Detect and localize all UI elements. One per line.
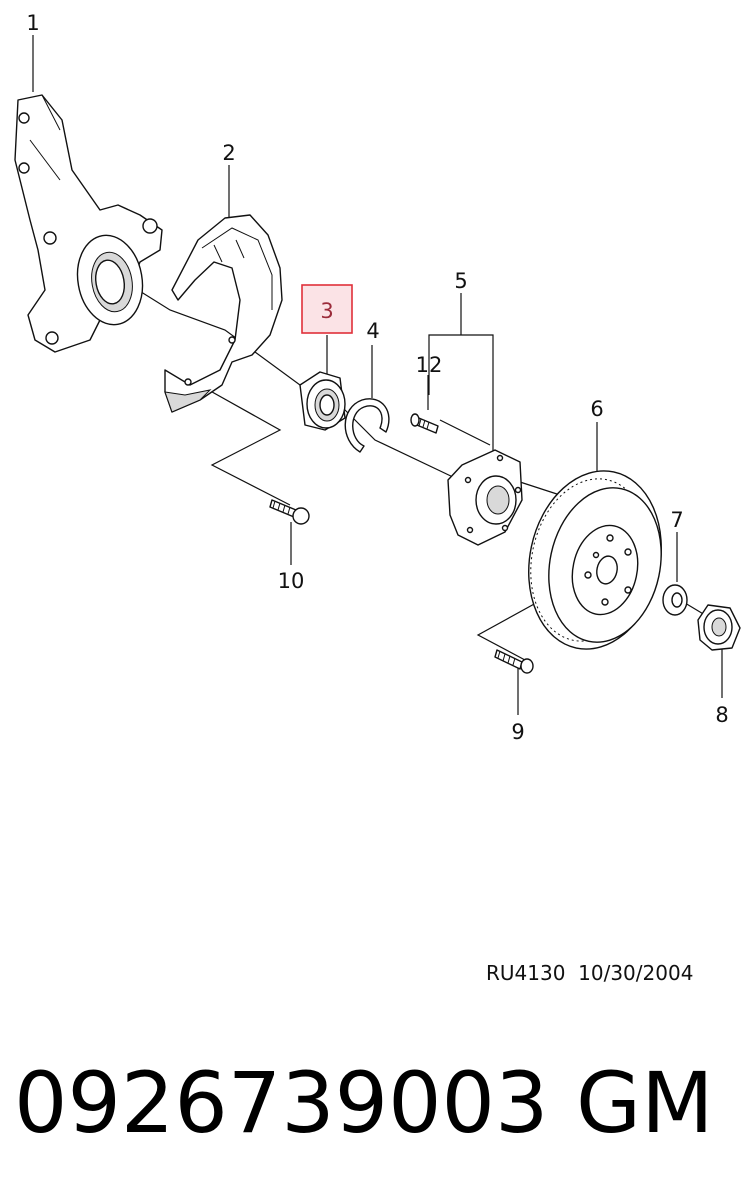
callout-labels: 1 2 3 4 5 12 6 7 10 8 9 [26, 11, 728, 744]
hub-stud [410, 413, 439, 434]
callout-6: 6 [590, 397, 603, 421]
callout-10: 10 [278, 569, 305, 593]
wheel-hub [447, 449, 523, 546]
footer: 0926739003 GM [0, 1048, 756, 1158]
callout-8: 8 [715, 703, 728, 727]
callout-7: 7 [670, 508, 683, 532]
callout-3: 3 [320, 299, 333, 323]
exploded-parts-diagram: 1 2 3 4 5 12 6 7 10 8 9 [14, 11, 741, 744]
callout-9: 9 [511, 720, 524, 744]
washer [662, 584, 688, 616]
hub-nut [697, 604, 741, 651]
highlight-box [301, 284, 353, 334]
wheel-bearing [299, 371, 346, 431]
brand-label: GM [576, 1054, 714, 1152]
callout-5: 5 [454, 269, 467, 293]
callout-4: 4 [366, 319, 379, 343]
part-number: 0926739003 [14, 1054, 549, 1152]
callout-2: 2 [222, 141, 235, 165]
drawing-reference: RU4130 10/30/2004 [486, 961, 694, 985]
disc-screw [494, 649, 534, 674]
callout-12: 12 [416, 353, 443, 377]
steering-knuckle [14, 94, 163, 353]
callout-1: 1 [26, 11, 39, 35]
brake-dust-shield [164, 214, 283, 413]
snap-ring [344, 398, 390, 453]
shield-bolt [269, 499, 310, 525]
brake-disc [528, 470, 662, 650]
